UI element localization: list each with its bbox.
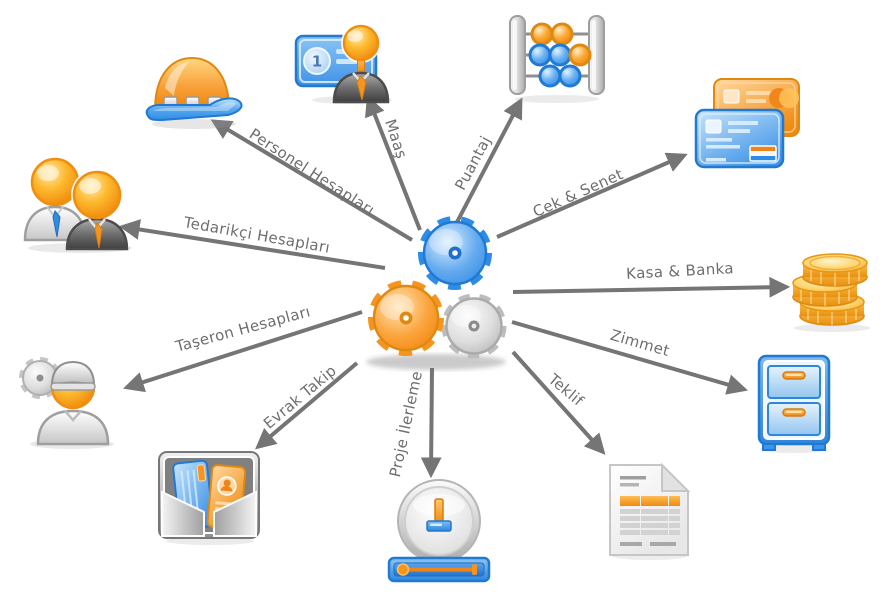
arrow-cek-senet (496, 152, 688, 239)
orange-gear (368, 280, 444, 356)
arrow-taseron-hesaplari (123, 310, 363, 393)
blue-gear (418, 216, 492, 290)
arrow-personel-hesaplari (210, 119, 414, 242)
credit-cards-icon (694, 78, 800, 169)
gauge-icon (387, 479, 491, 583)
arrow-zimmet (511, 320, 748, 395)
arrow-maas (365, 95, 422, 231)
gears-hub (366, 216, 507, 370)
gray-gear (441, 293, 507, 359)
wallet-cards-icon (158, 451, 260, 545)
hard-hat-icon (145, 56, 243, 129)
arrow-evrak-takip (255, 361, 359, 450)
abacus-icon (509, 15, 605, 103)
file-cabinet-icon (757, 354, 831, 453)
coin-stack-icon (792, 253, 870, 332)
two-people-icon (23, 157, 132, 253)
worker-gear-icon (19, 357, 114, 449)
banknote-digit: 1 (312, 53, 322, 71)
document-icon (609, 462, 691, 560)
arrow-teklif (511, 350, 606, 455)
arrow-tedarikci-hesaplari (118, 219, 386, 270)
arrow-kasa-banka (512, 276, 791, 298)
arrow-proje-ilerleme (420, 367, 442, 479)
arrow-puantaj (454, 97, 523, 225)
banknote-person-icon: 1 (294, 23, 392, 104)
